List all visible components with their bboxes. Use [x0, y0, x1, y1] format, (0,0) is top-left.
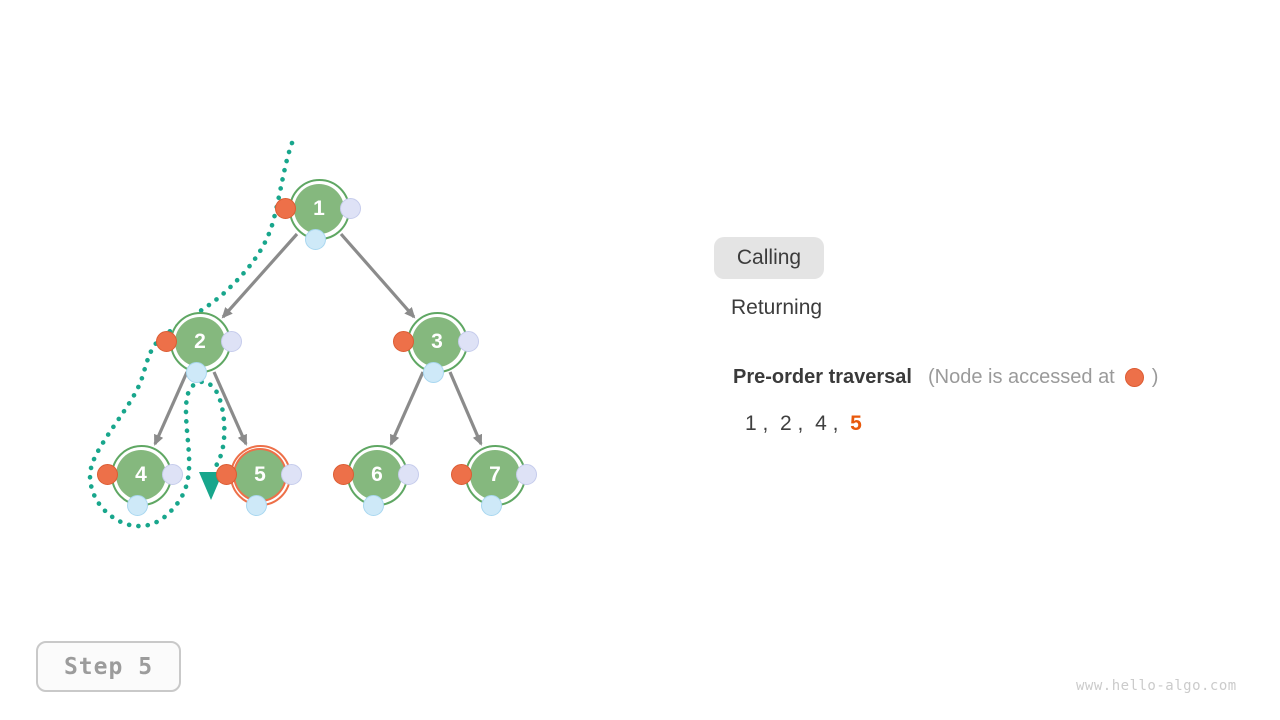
traversal-header: Pre-order traversal (Node is accessed at… [733, 366, 1158, 389]
tree-edge-3-7 [448, 371, 483, 446]
sequence-item: 2 [780, 412, 792, 435]
sequence-item: 5 [850, 412, 862, 435]
returning-label: Returning [731, 296, 823, 319]
preorder-marker-icon [333, 464, 354, 485]
preorder-marker-icon [216, 464, 237, 485]
sequence-item: 1 [745, 412, 757, 435]
access-marker-icon [1124, 368, 1144, 387]
preorder-marker-icon [275, 198, 296, 219]
sequence-item: 4 [815, 412, 827, 435]
tree-edge-2-4 [153, 371, 189, 446]
sequence-separator: , [826, 412, 851, 435]
postorder-marker-icon [221, 331, 242, 352]
tree-node-3: 3 [393, 311, 479, 383]
traversal-path [87, 140, 295, 529]
inorder-marker-icon [186, 362, 207, 383]
sequence-separator: , [791, 412, 816, 435]
inorder-marker-icon [363, 495, 384, 516]
inorder-marker-icon [423, 362, 444, 383]
inorder-marker-icon [127, 495, 148, 516]
preorder-marker-icon [451, 464, 472, 485]
traversal-title: Pre-order traversal [733, 366, 912, 388]
tree-node-2: 2 [156, 311, 242, 383]
tree-edge-3-6 [389, 371, 425, 446]
postorder-marker-icon [516, 464, 537, 485]
inorder-marker-icon [246, 495, 267, 516]
tree-node-label: 6 [352, 450, 402, 500]
tree-node-label: 3 [412, 317, 462, 367]
preorder-marker-icon [393, 331, 414, 352]
traversal-note-suffix: ) [1151, 366, 1159, 388]
tree-edge-1-2 [221, 232, 299, 319]
tree-node-label: 4 [116, 450, 166, 500]
inorder-marker-icon [481, 495, 502, 516]
tree-edge-1-3 [339, 232, 416, 319]
postorder-marker-icon [458, 331, 479, 352]
tree-edge-2-5 [212, 371, 248, 446]
calling-badge: Calling [714, 237, 824, 279]
inorder-marker-icon [305, 229, 326, 250]
tree-node-label: 2 [175, 317, 225, 367]
postorder-marker-icon [340, 198, 361, 219]
tree-node-label: 7 [470, 450, 520, 500]
tree-node-6: 6 [333, 444, 419, 516]
postorder-marker-icon [162, 464, 183, 485]
traversal-note-prefix: (Node is accessed at [927, 366, 1115, 388]
preorder-marker-icon [156, 331, 177, 352]
tree-node-label: 5 [235, 450, 285, 500]
step-indicator: Step 5 [36, 641, 181, 692]
postorder-marker-icon [398, 464, 419, 485]
tree-node-4: 4 [97, 444, 183, 516]
tree-node-label: 1 [294, 184, 344, 234]
sequence-separator: , [756, 412, 781, 435]
postorder-marker-icon [281, 464, 302, 485]
tree-node-7: 7 [451, 444, 537, 516]
preorder-marker-icon [97, 464, 118, 485]
watermark: www.hello-algo.com [1076, 678, 1237, 694]
tree-node-5: 5 [216, 444, 302, 516]
tree-node-1: 1 [275, 178, 361, 250]
traversal-sequence: 1 , 2 , 4 , 5 [745, 412, 862, 436]
